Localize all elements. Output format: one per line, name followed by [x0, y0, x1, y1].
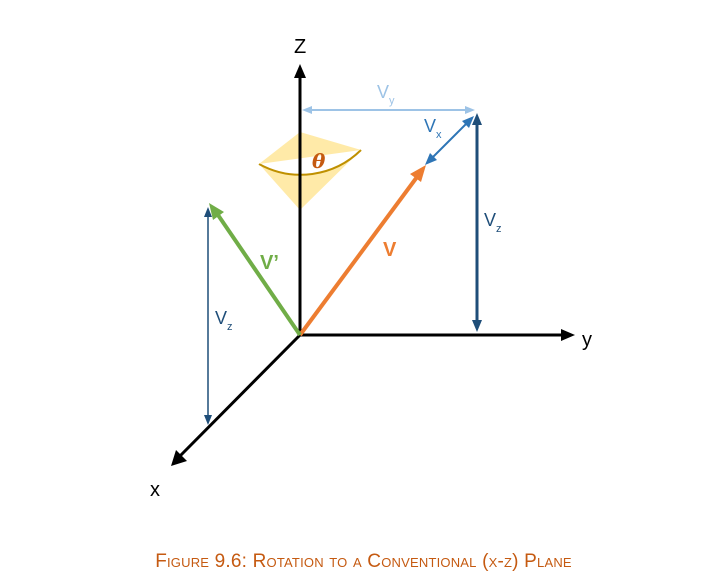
- vx-label: Vx: [424, 116, 442, 141]
- theta-cap: [259, 132, 361, 164]
- vx-arrowhead-bottom: [425, 153, 437, 165]
- vy-label: Vy: [377, 82, 395, 107]
- vector-v-prime-label: V’: [260, 252, 279, 274]
- vz-right-arrowhead-bottom: [472, 320, 482, 332]
- z-axis-label: Z: [294, 36, 306, 58]
- vy-arrowhead-right: [465, 106, 475, 114]
- vector-v-prime-line: [216, 213, 302, 337]
- theta-label: θ: [312, 149, 326, 173]
- vz-left-label: Vz: [215, 308, 233, 333]
- vz-right-label: Vz: [484, 210, 502, 235]
- vector-v-line: [298, 175, 419, 337]
- x-axis-label: x: [150, 479, 160, 501]
- x-axis-line: [178, 333, 302, 458]
- vector-v-prime-arrowhead: [209, 203, 224, 220]
- vz-left-arrowhead-top: [204, 207, 212, 217]
- x-axis-arrowhead: [171, 450, 187, 466]
- y-axis-label: y: [582, 329, 592, 351]
- vx-component-line: [431, 122, 468, 159]
- vector-v-label: V: [383, 239, 397, 261]
- vz-left-arrowhead-bottom: [204, 415, 212, 425]
- theta-sector: [259, 150, 361, 210]
- figure-caption: Figure 9.6: Rotation to a Conventional (…: [155, 551, 572, 572]
- vector-v-arrowhead: [410, 165, 426, 182]
- vz-right-arrowhead-top: [472, 113, 482, 125]
- vx-arrowhead-top: [462, 116, 474, 128]
- theta-arc: [258, 149, 362, 176]
- z-axis-arrowhead: [294, 64, 306, 78]
- vy-arrowhead-left: [302, 106, 312, 114]
- y-axis-arrowhead: [561, 329, 575, 341]
